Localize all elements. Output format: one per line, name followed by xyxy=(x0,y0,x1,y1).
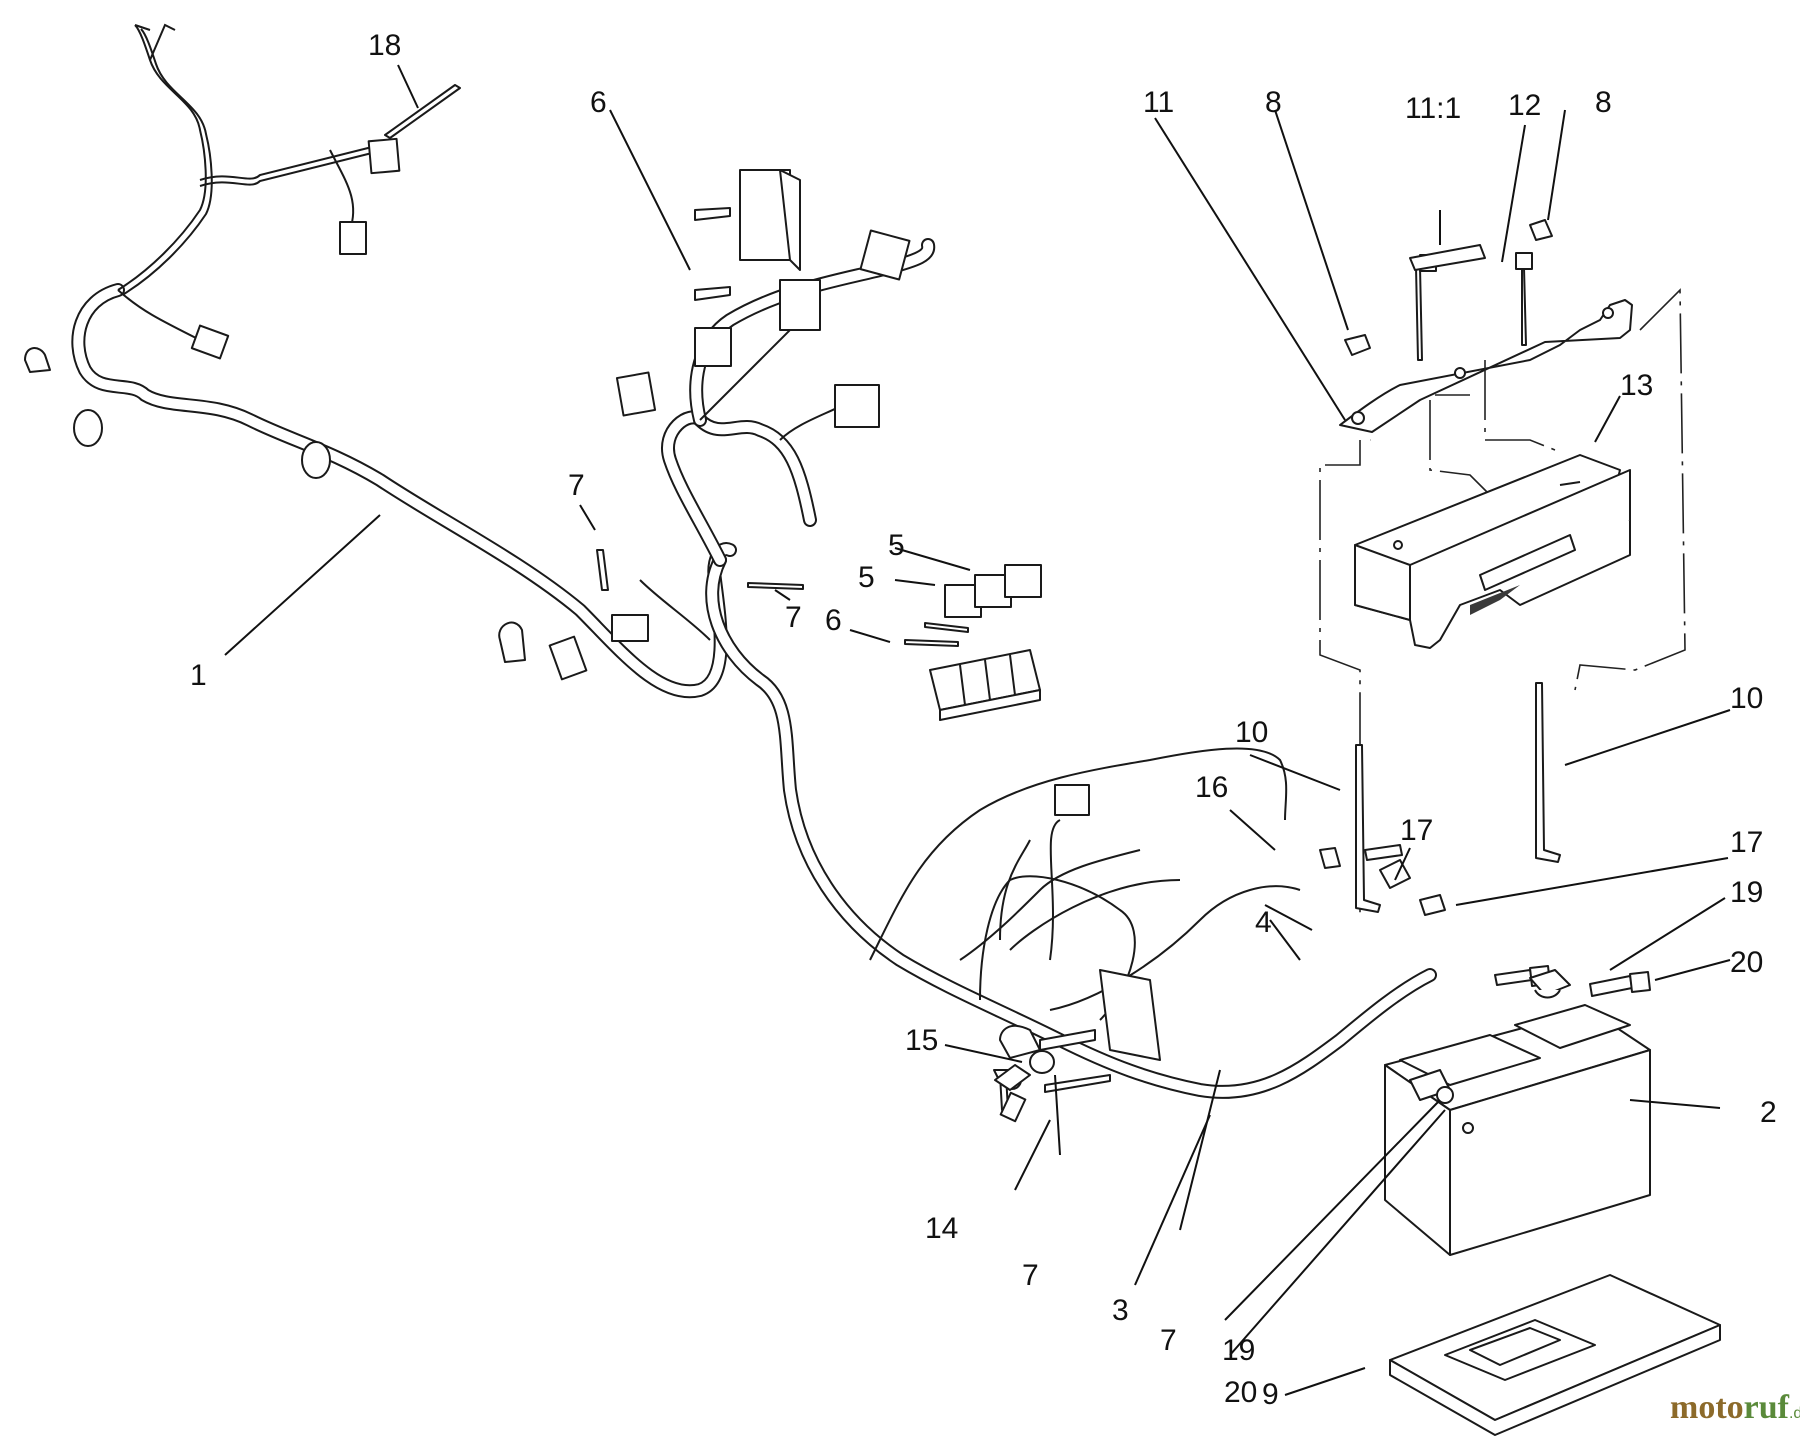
terminal-bolt xyxy=(1379,859,1411,889)
callout-4: 4 xyxy=(1255,906,1272,939)
battery-2 xyxy=(1384,969,1651,1256)
terminal-bolt xyxy=(1319,847,1341,869)
callout-6a: 6 xyxy=(590,86,607,119)
harness-connectors xyxy=(24,84,1651,1123)
cable-tie xyxy=(747,582,804,590)
hold-down-rods-10 xyxy=(1355,682,1561,913)
watermark-logo: motoruf.de xyxy=(1670,1389,1800,1426)
callout-5b: 5 xyxy=(858,561,875,594)
relay xyxy=(834,384,880,428)
bolt-head xyxy=(1515,252,1533,270)
callout-8a: 8 xyxy=(1265,86,1282,119)
callout-14: 14 xyxy=(925,1212,958,1245)
relay-screw xyxy=(694,286,731,301)
callout-17a: 17 xyxy=(1400,814,1433,847)
watermark-part2: ruf xyxy=(1744,1389,1790,1426)
callout-7d: 7 xyxy=(1160,1324,1177,1357)
callout-9: 9 xyxy=(1262,1378,1279,1411)
callout-7a: 7 xyxy=(568,469,585,502)
screw xyxy=(904,639,959,647)
relays-5 xyxy=(944,564,1042,618)
bolt-head xyxy=(994,1064,1031,1091)
phantom-lines xyxy=(1319,288,1686,920)
callout-10b: 10 xyxy=(1730,682,1763,715)
relay xyxy=(1004,564,1042,598)
relay-connector xyxy=(779,279,821,331)
harness-clamp xyxy=(301,441,331,479)
callout-20a: 20 xyxy=(1730,946,1763,979)
relay-bracket-side xyxy=(779,169,801,271)
bolt xyxy=(1364,844,1403,861)
callout-6b: 6 xyxy=(825,604,842,637)
connector-plug xyxy=(190,324,230,360)
callout-19a: 19 xyxy=(1730,876,1763,909)
washer xyxy=(1029,1050,1055,1074)
harness-clamp xyxy=(73,409,103,447)
callout-7c: 7 xyxy=(1022,1259,1039,1292)
bolt-head xyxy=(999,1091,1027,1123)
connector-block xyxy=(1054,784,1090,816)
callout-1: 1 xyxy=(190,659,207,692)
cable-clips-8 xyxy=(1344,219,1553,356)
callout-11-1: 11:1 xyxy=(1405,92,1461,125)
harness-clamp xyxy=(498,621,526,663)
connector-plug xyxy=(548,635,588,681)
battery-tray-9 xyxy=(1389,1274,1721,1436)
connector-body xyxy=(1099,969,1161,1061)
callout-10a: 10 xyxy=(1235,716,1268,749)
battery-cover-13 xyxy=(1354,454,1631,649)
screw xyxy=(1044,1074,1111,1093)
terminal-bolt xyxy=(1589,975,1633,997)
callout-17b: 17 xyxy=(1730,826,1763,859)
cable-tie xyxy=(596,549,609,591)
callout-8b: 8 xyxy=(1595,86,1612,119)
relay-connector xyxy=(859,229,911,281)
screw xyxy=(924,622,969,633)
callout-12: 12 xyxy=(1508,89,1541,122)
bolt-12 xyxy=(1521,264,1527,346)
watermark-part1: moto xyxy=(1670,1389,1744,1426)
relay-connector xyxy=(694,327,732,367)
relay-screw xyxy=(694,207,731,221)
callout-5a: 5 xyxy=(888,529,905,562)
harness-clip xyxy=(24,347,51,373)
leader-lines xyxy=(224,64,1731,1396)
callout-11: 11 xyxy=(1143,86,1174,119)
nut xyxy=(1629,971,1651,993)
fuse-holder xyxy=(1039,1029,1096,1051)
relay-base xyxy=(929,649,1041,721)
wire-lead-18 xyxy=(384,84,461,139)
connector-18-end xyxy=(367,137,401,175)
callout-7b: 7 xyxy=(785,601,802,634)
callout-16: 16 xyxy=(1195,771,1228,804)
callout-3: 3 xyxy=(1112,1294,1129,1327)
callout-13: 13 xyxy=(1620,369,1653,402)
relay-connector xyxy=(615,371,657,417)
terminal-lug xyxy=(1419,894,1446,916)
callout-19b: 19 xyxy=(1222,1334,1255,1367)
decal-11-1 xyxy=(1409,244,1486,271)
callout-labels: 1 2 3 4 5 5 6 6 7 7 7 7 8 8 9 10 10 11 1… xyxy=(190,29,1777,1411)
terminal-lug xyxy=(999,1024,1041,1059)
callout-15: 15 xyxy=(905,1024,938,1057)
connector-plug xyxy=(339,221,367,255)
svg-text:motoruf.de: motoruf.de xyxy=(1670,1389,1800,1426)
bolt-12 xyxy=(1415,266,1423,361)
battery-holddown-plate-11 xyxy=(1339,252,1633,433)
main-wire-harness xyxy=(71,23,1437,1099)
watermark-suffix: .de xyxy=(1789,1405,1800,1422)
connector-block xyxy=(611,614,649,642)
bolt xyxy=(1494,969,1533,986)
callout-20b: 20 xyxy=(1224,1376,1257,1409)
callout-2: 2 xyxy=(1760,1096,1777,1129)
callout-18: 18 xyxy=(368,29,401,62)
